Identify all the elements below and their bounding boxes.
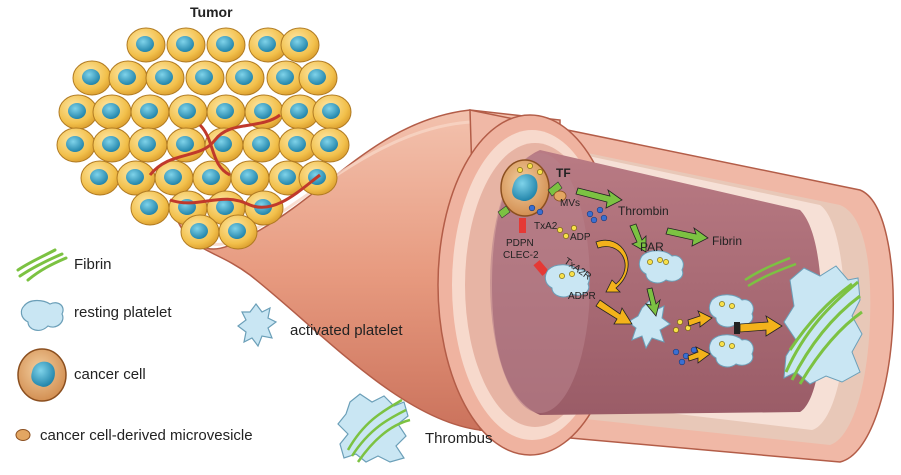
tumor-cell-nucleus	[102, 103, 120, 119]
legend-resting-platelet-label: resting platelet	[74, 304, 172, 321]
microvesicle-legend-icon	[16, 430, 30, 441]
tumor-cell-nucleus	[320, 136, 338, 152]
tumor-cell-nucleus	[216, 199, 234, 215]
activated-platelet-legend-icon	[238, 304, 276, 346]
tumor-cell-nucleus	[322, 103, 340, 119]
legend-fibrin-label: Fibrin	[74, 256, 112, 273]
legend-cancer-cell-label: cancer cell	[74, 366, 146, 383]
tumor-cell-nucleus	[66, 136, 84, 152]
yellow-granule	[685, 325, 690, 330]
yellow-granule	[677, 319, 682, 324]
tumor-cell-nucleus	[240, 169, 258, 185]
mvs-label: MVs	[560, 198, 580, 209]
tumor-cell-nucleus	[102, 136, 120, 152]
par-label: PAR	[640, 240, 664, 254]
tumor-cell-nucleus	[126, 169, 144, 185]
legend-thrombus-label: Thrombus	[425, 430, 493, 447]
yellow-granule	[537, 169, 542, 174]
blue-granule	[537, 209, 543, 215]
blue-granule	[679, 359, 685, 365]
tumor-title: Tumor	[190, 4, 233, 20]
thrombus-legend-icon	[338, 394, 410, 462]
tumor-cell-nucleus	[290, 36, 308, 52]
adpr-label: ADPR	[568, 291, 596, 302]
tumor-cell-nucleus	[288, 136, 306, 152]
tumor-cell-nucleus	[276, 69, 294, 85]
yellow-granule	[719, 301, 724, 306]
yellow-granule	[527, 163, 532, 168]
adp-label: ADP	[570, 232, 591, 243]
thrombin-label: Thrombin	[618, 204, 669, 218]
tumor-cell-nucleus	[195, 69, 213, 85]
tumor-cell-nucleus	[138, 136, 156, 152]
tumor-cell-nucleus	[290, 103, 308, 119]
tumor-cell-nucleus	[278, 169, 296, 185]
tumor-cell-nucleus	[136, 36, 154, 52]
yellow-granule	[729, 303, 734, 308]
tumor-cell-nucleus	[155, 69, 173, 85]
tumor-cell-nucleus	[82, 69, 100, 85]
tumor-cell-nucleus	[178, 103, 196, 119]
clec2-label: CLEC-2	[503, 250, 539, 261]
tumor-cell-nucleus	[140, 103, 158, 119]
tumor-cell-nucleus	[254, 103, 272, 119]
tumor-cell-nucleus	[176, 136, 194, 152]
cancer-cell-in-vessel	[501, 160, 549, 216]
blue-granule	[591, 217, 597, 223]
tumor-cell-nucleus	[258, 36, 276, 52]
tumor-cell-nucleus	[68, 103, 86, 119]
pdpn-clec2-inhibit-icon	[519, 218, 526, 233]
tumor-cell-nucleus	[164, 169, 182, 185]
tumor-cell-nucleus	[118, 69, 136, 85]
resting-platelet-legend-icon	[21, 301, 63, 331]
thrombus-in-vessel	[784, 266, 862, 384]
yellow-granule	[719, 341, 724, 346]
blue-granule	[529, 205, 535, 211]
yellow-granule	[557, 227, 562, 232]
blue-granule	[673, 349, 679, 355]
yellow-granule	[517, 167, 522, 172]
fibrin-vessel-label: Fibrin	[712, 234, 742, 248]
tumor-cell-nucleus	[202, 169, 220, 185]
tumor-cell-nucleus	[308, 69, 326, 85]
yellow-granule	[663, 259, 668, 264]
blue-granule	[601, 215, 607, 221]
tumor-cell-nucleus	[228, 223, 246, 239]
tumor-cell-nucleus	[140, 199, 158, 215]
tumor-cell-nucleus	[216, 36, 234, 52]
tumor-cell-nucleus	[216, 103, 234, 119]
tumor-cell-nucleus	[252, 136, 270, 152]
yellow-granule	[657, 257, 662, 262]
yellow-granule	[729, 343, 734, 348]
tumor-cell-nucleus	[190, 223, 208, 239]
tumor-cell-nucleus	[235, 69, 253, 85]
blue-granule	[597, 207, 603, 213]
txa2-label: TxA2	[534, 221, 557, 232]
tumor-cell-nucleus	[90, 169, 108, 185]
yellow-granule	[647, 259, 652, 264]
yellow-granule	[563, 233, 568, 238]
fibrin-legend-icon	[18, 250, 66, 280]
pdpn-label: PDPN	[506, 238, 534, 249]
blue-granule	[691, 347, 697, 353]
tumor-cell-nucleus	[176, 36, 194, 52]
tf-label: TF	[556, 166, 571, 180]
blue-granule	[587, 211, 593, 217]
cancer-cell-legend-icon	[18, 349, 66, 401]
legend-activated-platelet-label: activated platelet	[290, 322, 403, 339]
yellow-granule	[559, 273, 564, 278]
yellow-granule	[571, 225, 576, 230]
yellow-granule	[673, 327, 678, 332]
legend-microvesicle-label: cancer cell-derived microvesicle	[40, 427, 253, 444]
